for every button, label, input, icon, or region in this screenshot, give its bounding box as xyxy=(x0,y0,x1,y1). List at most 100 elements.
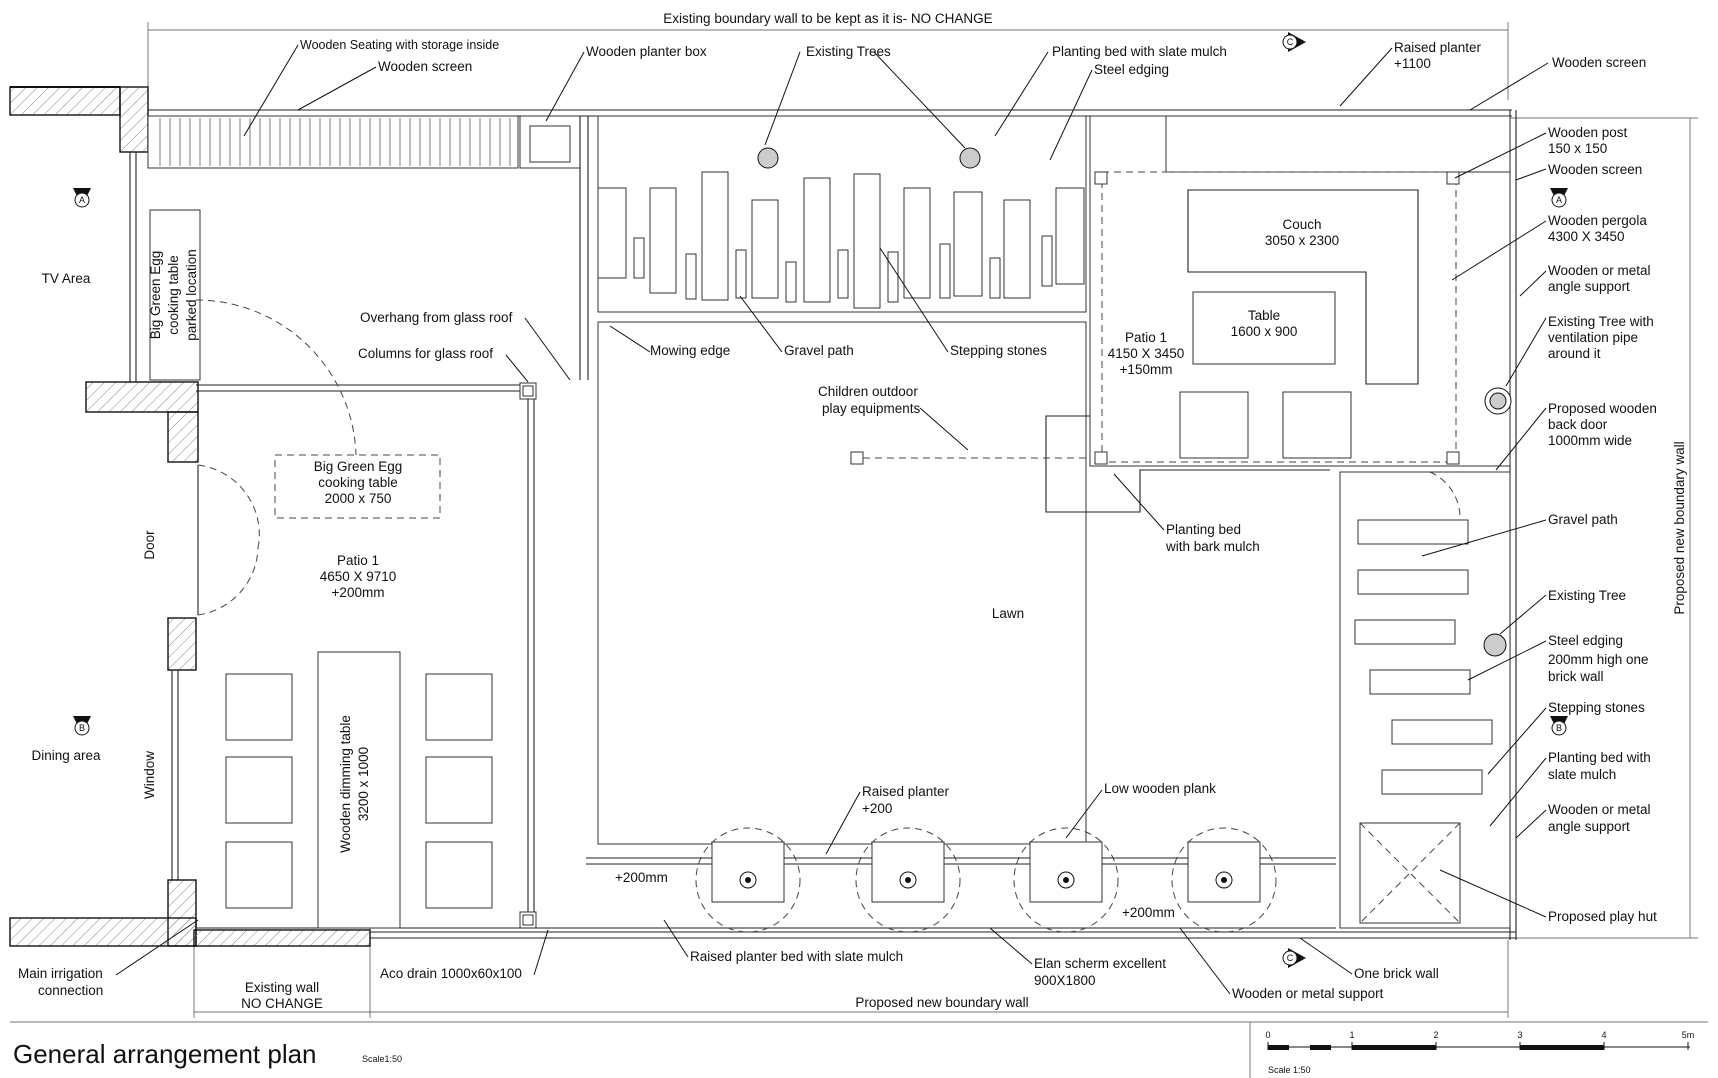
leader-line xyxy=(764,51,801,146)
gravel-stone xyxy=(989,257,1001,299)
leader-line xyxy=(1113,473,1165,531)
label-stepping-stones: Stepping stones xyxy=(950,343,1047,358)
leader-line xyxy=(1505,317,1547,387)
gravel-stone xyxy=(837,249,849,299)
planter-tree xyxy=(1215,871,1233,889)
level-a: +200mm xyxy=(615,870,668,885)
left-patio-zone: Big Green Egg cooking table parked locat… xyxy=(147,115,589,929)
leader-line xyxy=(1489,757,1547,827)
right-stepping-stone xyxy=(1381,769,1483,795)
label-angle-support-1: Wooden or metal xyxy=(1548,263,1651,278)
gravel-stone xyxy=(685,253,697,300)
label-children-2: play equipments xyxy=(822,401,921,416)
stepping-stone xyxy=(953,191,983,297)
stepping-stone xyxy=(903,187,931,299)
tree-canopy-circle xyxy=(695,827,801,933)
label-tree-vent-2: ventilation pipe xyxy=(1548,330,1638,345)
leader-line xyxy=(825,791,861,855)
existing-wall-label: Existing wall xyxy=(245,980,319,995)
stepping-stone xyxy=(803,177,831,303)
leader-line xyxy=(1339,47,1393,107)
bge-parked-line3: parked location xyxy=(184,249,199,341)
window-label: Window xyxy=(142,751,157,799)
dining-area-label: Dining area xyxy=(31,748,101,763)
gravel-stone xyxy=(735,249,747,299)
leader-line xyxy=(1515,168,1547,181)
label-one-brick-wall: One brick wall xyxy=(1354,966,1439,981)
section-a-left: A xyxy=(73,188,91,208)
leader-line xyxy=(1049,69,1093,161)
scale-segment xyxy=(1268,1045,1289,1050)
leader-line xyxy=(1515,809,1547,839)
level-b: +200mm xyxy=(1122,905,1175,920)
label-tree-vent-3: around it xyxy=(1548,346,1601,361)
bge-parked-line1: Big Green Egg xyxy=(148,251,163,340)
label-raised-bed-slate: Raised planter bed with slate mulch xyxy=(690,949,903,964)
planter-tree-core xyxy=(1063,877,1069,883)
patio1-level: +200mm xyxy=(332,585,385,600)
label-pergola-2: 4300 X 3450 xyxy=(1548,229,1625,244)
section-c-bottom: C xyxy=(1282,948,1306,968)
bge-table-line3: 2000 x 750 xyxy=(325,491,392,506)
label-steel-edging-top: Steel edging xyxy=(1094,62,1169,77)
label-back-door-1: Proposed wooden xyxy=(1548,401,1657,416)
leader-line xyxy=(1451,220,1547,281)
stepping-stone xyxy=(1003,199,1031,299)
annotation-labels: Wooden Seating with storage inside Woode… xyxy=(18,38,1657,1001)
planter-tree-core xyxy=(905,877,911,883)
no-change-label: NO CHANGE xyxy=(241,996,323,1011)
section-c-top: C xyxy=(1282,32,1306,52)
label-mowing-edge: Mowing edge xyxy=(650,343,730,358)
label-play-hut: Proposed play hut xyxy=(1548,909,1657,924)
stepping-stone xyxy=(751,199,779,299)
leader-line xyxy=(297,66,377,111)
patio2-size: 4150 X 3450 xyxy=(1108,346,1185,361)
top-dimension: Existing boundary wall to be kept as it … xyxy=(147,11,1509,100)
label-stepping-stones-r: Stepping stones xyxy=(1548,700,1645,715)
scale-tick-label: 0 xyxy=(1265,1030,1270,1040)
label-wooden-screen-r: Wooden screen xyxy=(1548,162,1642,177)
scale-tick-label: 3 xyxy=(1517,1030,1522,1040)
stepping-stone xyxy=(649,187,677,294)
dining-table-line2: 3200 x 1000 xyxy=(356,747,371,821)
plan-scale-note: Scale1:50 xyxy=(362,1054,402,1064)
right-zone: Couch 3050 x 2300 Table 1600 x 900 Patio… xyxy=(1045,115,1512,929)
scale-tick-label: 5m xyxy=(1682,1030,1695,1040)
leader-line xyxy=(1487,707,1547,775)
tree-canopy-circle xyxy=(1171,827,1277,933)
leader-line xyxy=(545,51,585,122)
label-elan-1: Elan scherm excellent xyxy=(1034,956,1166,971)
svg-text:B: B xyxy=(79,723,85,733)
label-wooden-screen-top: Wooden screen xyxy=(378,59,472,74)
label-back-door-3: 1000mm wide xyxy=(1548,433,1632,448)
label-steel-edging-r2: 200mm high one xyxy=(1548,652,1649,667)
bge-table-line2: cooking table xyxy=(318,475,398,490)
leader-line xyxy=(533,929,549,976)
central-garden: Lawn +200mm +200mm xyxy=(586,115,1336,933)
bottom-dimension: Proposed new boundary wall Existing wall… xyxy=(193,925,1509,1018)
scale-segment xyxy=(1352,1045,1436,1050)
patio2-level: +150mm xyxy=(1120,362,1173,377)
label-steel-edging-r3: brick wall xyxy=(1548,669,1604,684)
plan-title: General arrangement plan xyxy=(13,1039,317,1069)
leader-line xyxy=(1467,640,1547,681)
leader-line xyxy=(505,354,529,383)
dining-table-line1: Wooden dimming table xyxy=(338,715,353,853)
leader-line xyxy=(1519,270,1547,297)
label-wooden-seating: Wooden Seating with storage inside xyxy=(300,38,499,52)
label-planting-slate-r2: slate mulch xyxy=(1548,767,1616,782)
leader-line xyxy=(919,407,969,451)
patio2-name: Patio 1 xyxy=(1125,330,1167,345)
label-children-1: Children outdoor xyxy=(818,384,918,399)
scale-tick-label: 1 xyxy=(1349,1030,1354,1040)
right-stepping-stone xyxy=(1354,619,1456,645)
leader-line xyxy=(663,919,689,958)
scale-bar-label: Scale 1:50 xyxy=(1268,1065,1311,1075)
house-walls: TV Area Dining area Door Window xyxy=(9,86,371,947)
leader-line xyxy=(524,317,571,381)
gravel-stone xyxy=(887,251,899,303)
label-overhang: Overhang from glass roof xyxy=(360,310,513,325)
